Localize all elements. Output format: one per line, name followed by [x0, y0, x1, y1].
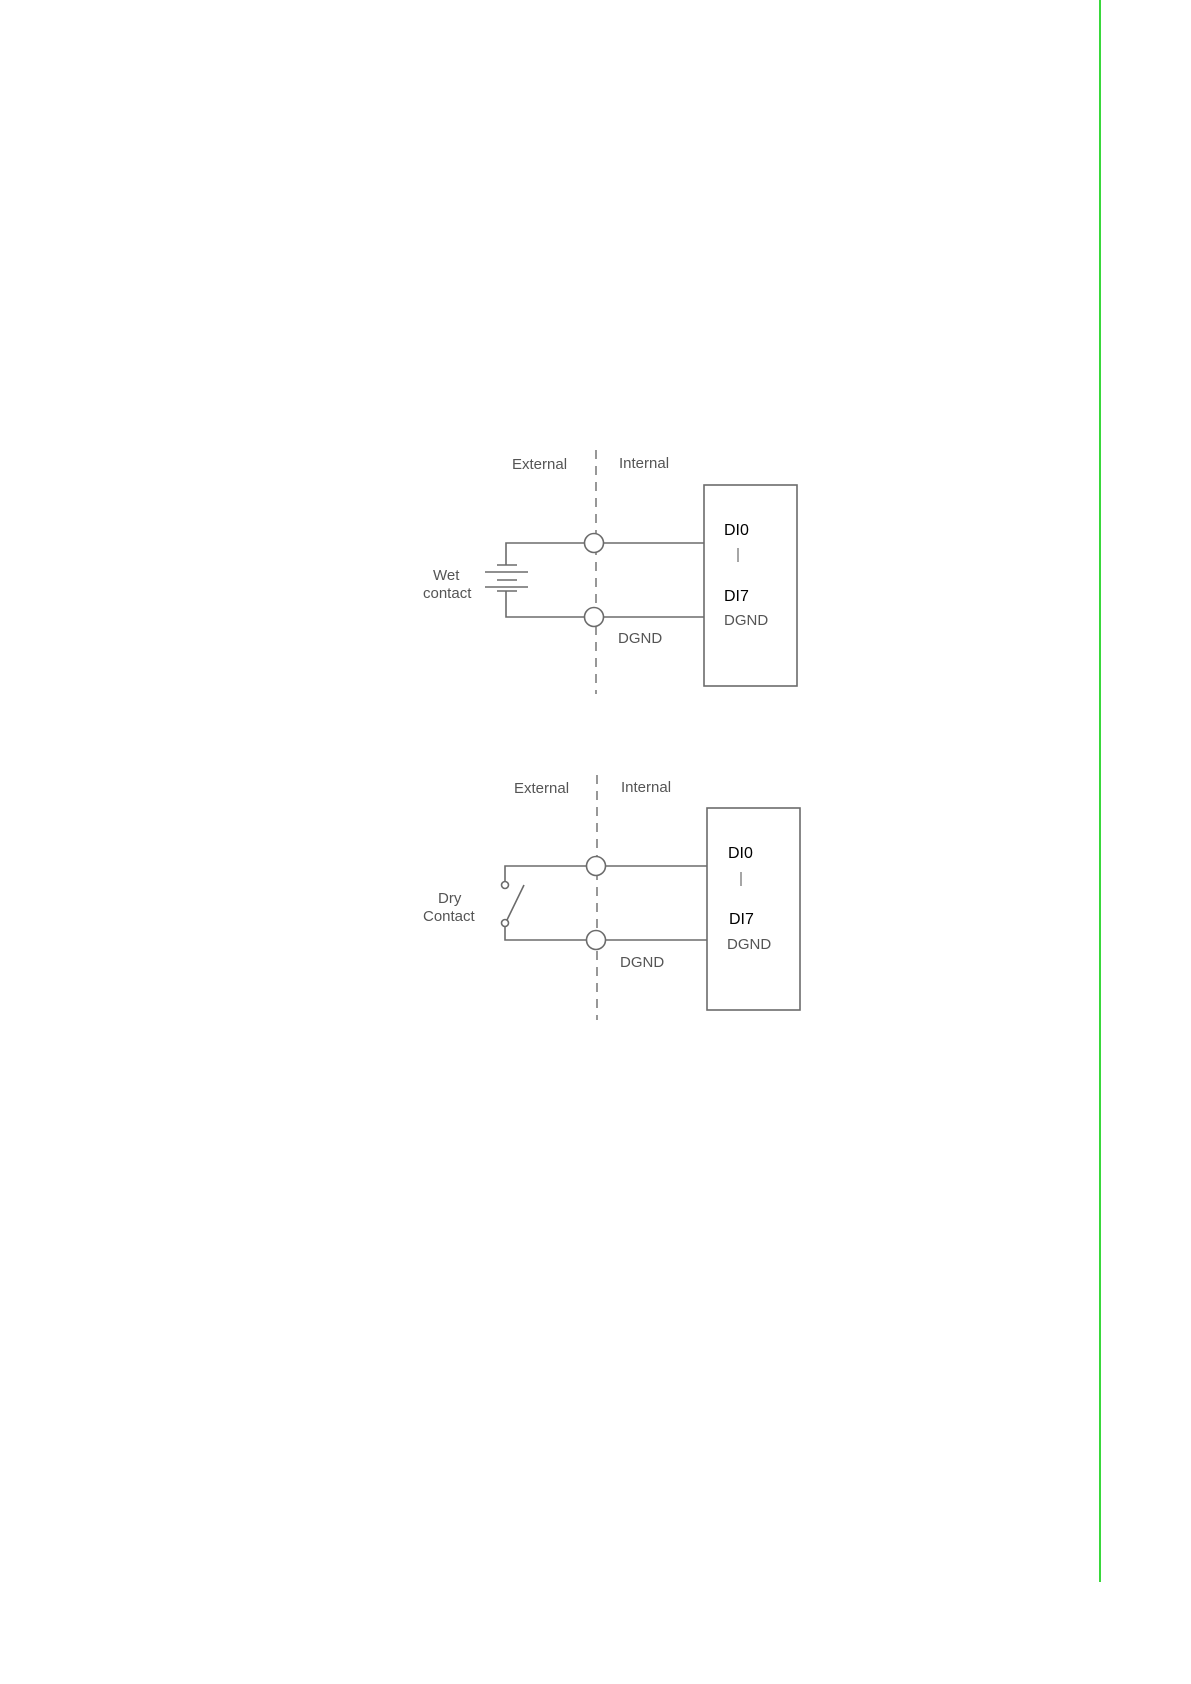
signal-wire: [506, 543, 704, 565]
internal-label: Internal: [619, 455, 669, 472]
battery-symbol: [485, 565, 528, 591]
di-first-label: DI0: [728, 845, 753, 862]
ground-terminal: [585, 608, 604, 627]
di-first-label: DI0: [724, 522, 749, 539]
wet-contact-diagram: External Internal Wet contact DGND DI0 D…: [423, 450, 797, 694]
external-label: External: [514, 780, 569, 797]
dgnd-box-label: DGND: [724, 612, 768, 629]
signal-wire: [505, 866, 707, 888]
ground-wire: [505, 920, 707, 940]
signal-terminal: [587, 857, 606, 876]
contact-label-line1: Dry: [438, 890, 462, 907]
di-last-label: DI7: [724, 588, 749, 605]
switch-symbol: [502, 882, 525, 927]
ground-wire: [506, 591, 704, 617]
di-module-box: [707, 808, 800, 1010]
external-label: External: [512, 456, 567, 473]
internal-label: Internal: [621, 779, 671, 796]
signal-terminal: [585, 534, 604, 553]
contact-label-line2: Contact: [423, 908, 476, 925]
dry-contact-diagram: External Internal Dry Contact DGND DI0 D…: [423, 775, 800, 1020]
ground-terminal: [587, 931, 606, 950]
contact-label-line1: Wet: [433, 567, 460, 584]
di-last-label: DI7: [729, 911, 754, 928]
contact-label-line2: contact: [423, 585, 472, 602]
dgnd-terminal-label: DGND: [618, 630, 662, 647]
dgnd-box-label: DGND: [727, 936, 771, 953]
dgnd-terminal-label: DGND: [620, 954, 664, 971]
di-module-box: [704, 485, 797, 686]
